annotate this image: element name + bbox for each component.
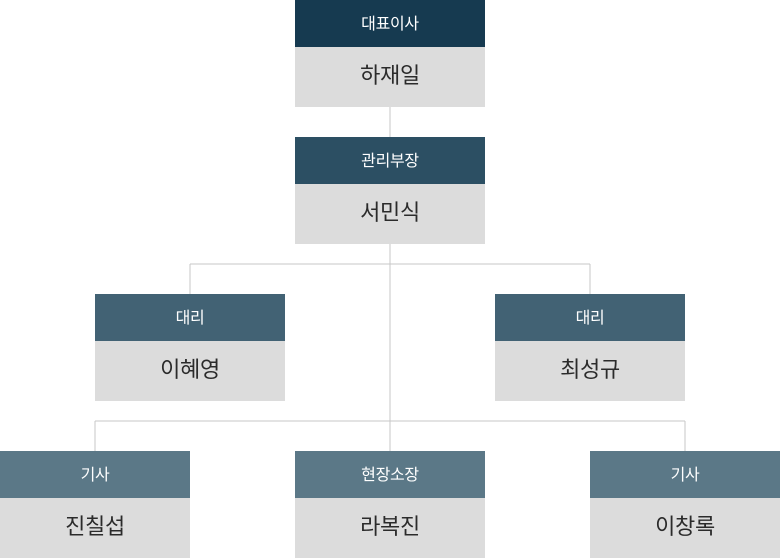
node-role-label: 관리부장 bbox=[295, 137, 485, 184]
org-node-ceo: 대표이사 하재일 bbox=[295, 0, 485, 107]
node-person-name: 하재일 bbox=[295, 47, 485, 107]
node-person-name: 라복진 bbox=[295, 498, 485, 558]
org-node-tech-left: 기사 진칠섭 bbox=[0, 451, 190, 558]
node-role-label: 기사 bbox=[590, 451, 780, 498]
node-role-label: 대표이사 bbox=[295, 0, 485, 47]
node-role-label: 기사 bbox=[0, 451, 190, 498]
node-role-label: 대리 bbox=[495, 294, 685, 341]
node-person-name: 최성규 bbox=[495, 341, 685, 401]
org-node-site-chief: 현장소장 라복진 bbox=[295, 451, 485, 558]
node-role-label: 현장소장 bbox=[295, 451, 485, 498]
node-person-name: 이혜영 bbox=[95, 341, 285, 401]
node-person-name: 이창록 bbox=[590, 498, 780, 558]
node-role-label: 대리 bbox=[95, 294, 285, 341]
org-node-manager: 관리부장 서민식 bbox=[295, 137, 485, 244]
org-node-assistant-right: 대리 최성규 bbox=[495, 294, 685, 401]
org-node-tech-right: 기사 이창록 bbox=[590, 451, 780, 558]
node-person-name: 진칠섭 bbox=[0, 498, 190, 558]
node-person-name: 서민식 bbox=[295, 184, 485, 244]
org-node-assistant-left: 대리 이혜영 bbox=[95, 294, 285, 401]
